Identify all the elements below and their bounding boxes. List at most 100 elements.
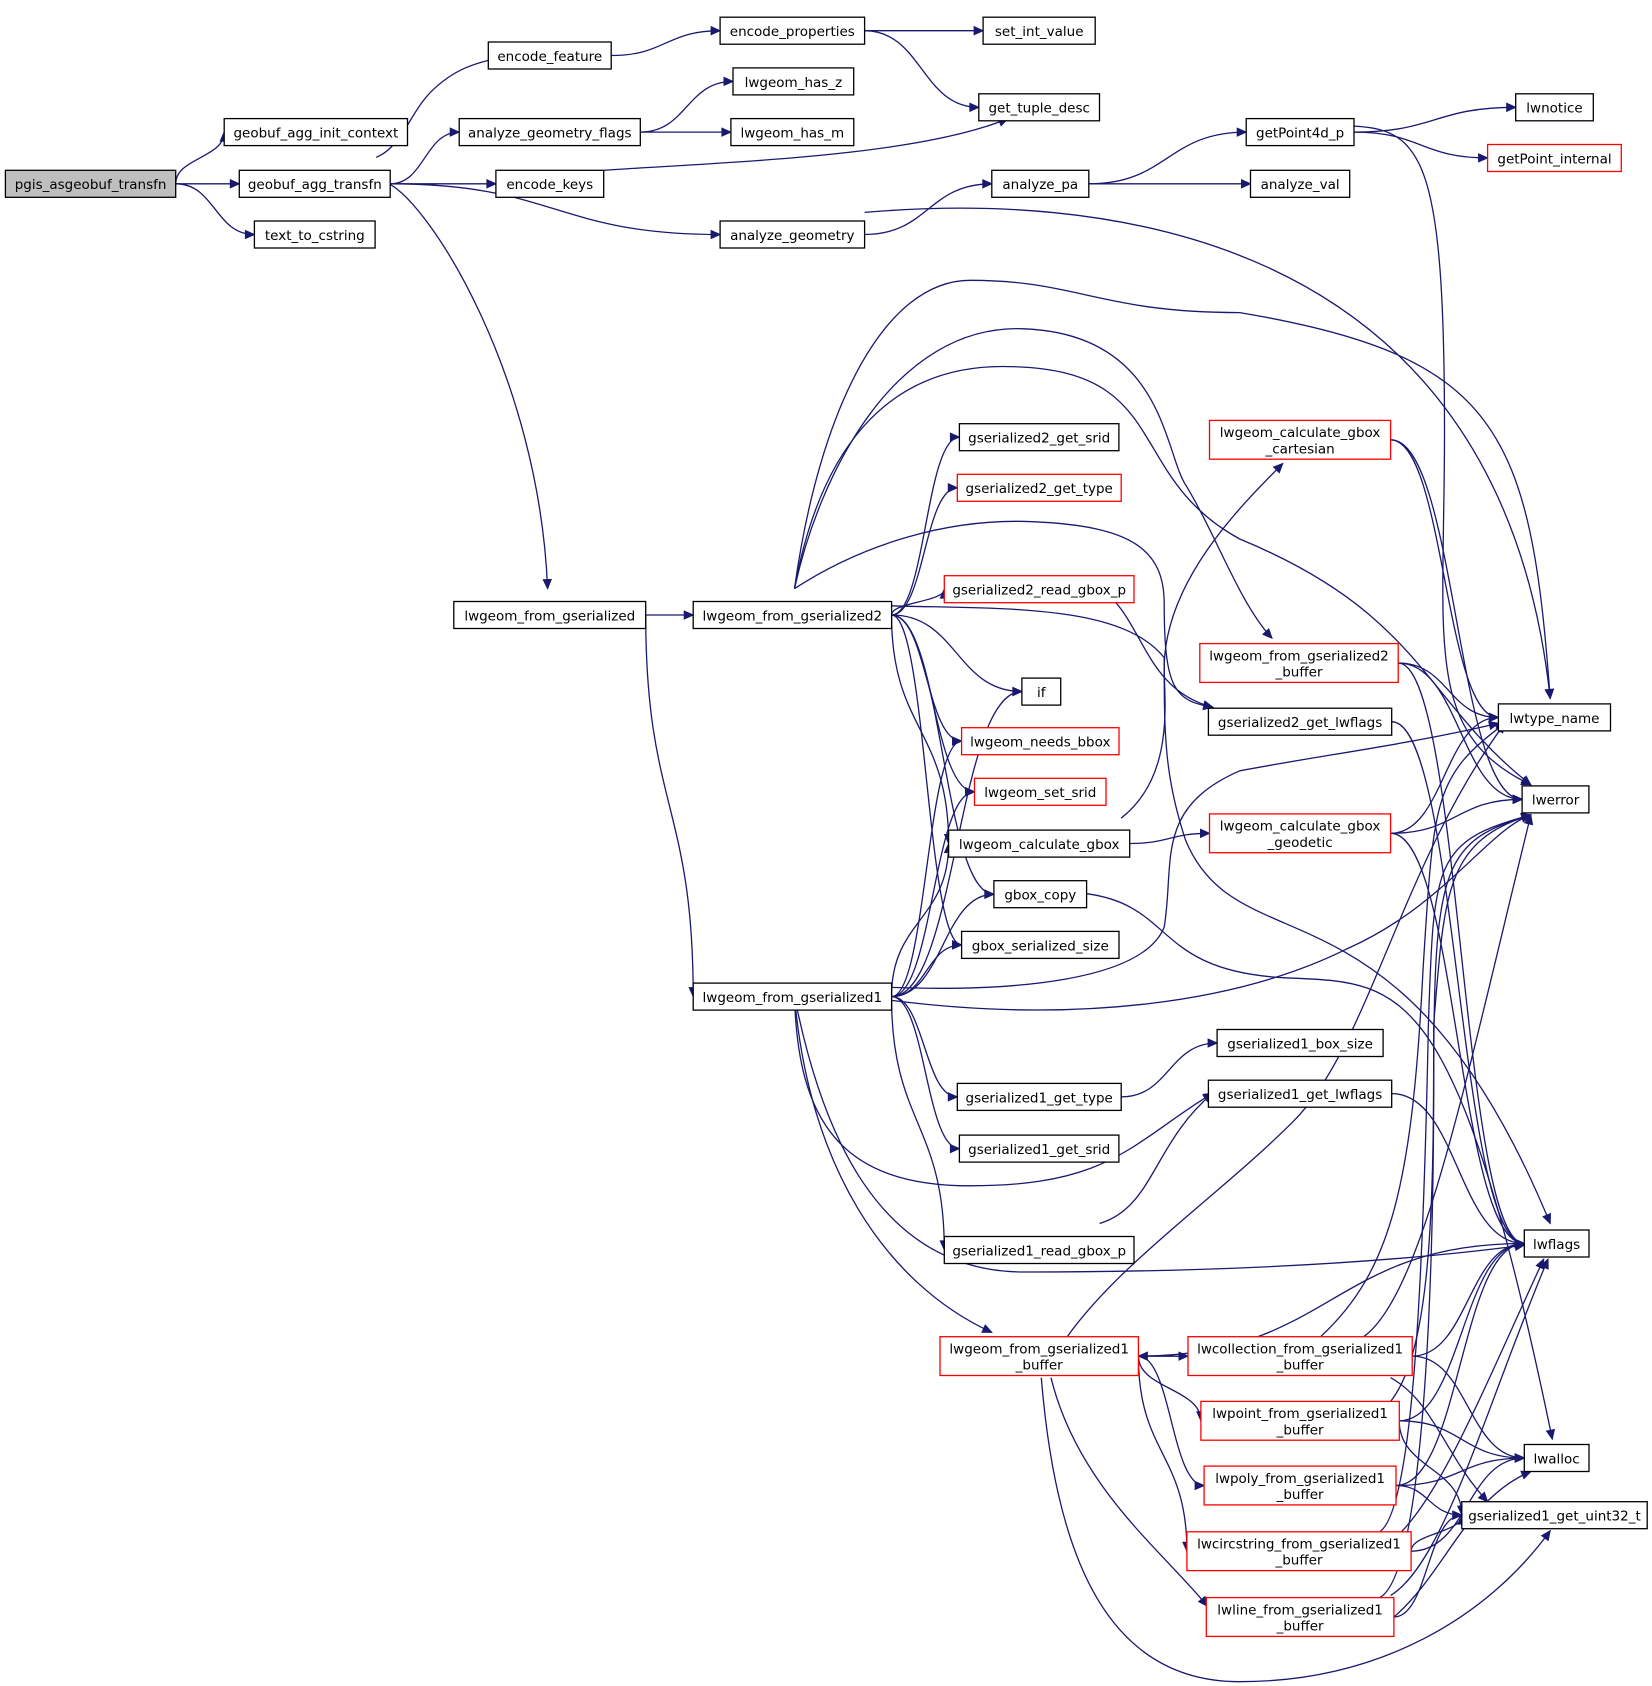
node-box: [956, 1082, 1122, 1112]
node-lwnotice[interactable]: lwnotice: [1515, 93, 1594, 122]
node-set-int-value[interactable]: set_int_value: [982, 16, 1096, 45]
node-gserialized2-get-type[interactable]: gserialized2_get_type: [956, 473, 1122, 502]
node-analyze-geometry-flags[interactable]: analyze_geometry_flags: [458, 117, 641, 147]
edge-line: [1395, 1242, 1525, 1487]
edge-line: [1040, 1377, 1551, 1683]
edge-arrowhead: [1452, 1510, 1464, 1520]
node-label: lwgeom_from_gserialized1: [703, 990, 883, 1006]
node-lwgeom-from-gserialized[interactable]: lwgeom_from_gserialized: [453, 600, 647, 630]
node-lwline-from-gserialized1-buffer[interactable]: lwline_from_gserialized1_buffer: [1205, 1596, 1395, 1638]
node-encode-properties[interactable]: encode_properties: [719, 16, 866, 45]
node-gbox-serialized-size[interactable]: gbox_serialized_size: [960, 930, 1120, 960]
node-gserialized1-read-gbox-p[interactable]: gserialized1_read_gbox_p: [943, 1235, 1135, 1265]
node-lwcollection-from-gserialized1-buffer[interactable]: lwcollection_from_gserialized1_buffer: [1187, 1336, 1413, 1377]
node-lwgeom-from-gserialized1-buffer[interactable]: lwgeom_from_gserialized1_buffer: [939, 1336, 1140, 1377]
node-label: gbox_serialized_size: [972, 938, 1109, 954]
node-box: [1208, 419, 1392, 460]
edge-line: [1066, 722, 1506, 1338]
node-encode-keys[interactable]: encode_keys: [495, 169, 605, 198]
edge-line: [891, 995, 958, 1098]
node-get-tuple-desc[interactable]: get_tuple_desc: [978, 93, 1101, 122]
edge-line: [793, 995, 1525, 1273]
node-lwgeom-calculate-gbox-cartesian[interactable]: lwgeom_calculate_gbox_cartesian: [1208, 419, 1392, 460]
edge-arrowhead: [981, 1324, 993, 1333]
edge-line: [1320, 722, 1506, 1338]
node-lwgeom-calculate-gbox-geodetic[interactable]: lwgeom_calculate_gbox_geodetic: [1208, 813, 1392, 854]
node-lwgeom-from-gserialized1[interactable]: lwgeom_from_gserialized1: [692, 982, 893, 1011]
edge-analyze-pa-to-analyze-val: [1088, 179, 1252, 189]
node-text-to-cstring[interactable]: text_to_cstring: [253, 220, 376, 249]
node-lwflags[interactable]: lwflags: [1523, 1229, 1590, 1258]
node-label: lwflags: [1533, 1237, 1580, 1253]
node-geobuf-agg-transfn[interactable]: geobuf_agg_transfn: [238, 169, 391, 198]
edge-arrowhead: [244, 229, 256, 240]
node-box: [1497, 703, 1612, 732]
node-label: gserialized2_get_type: [966, 481, 1113, 497]
node-gserialized1-get-type[interactable]: gserialized1_get_type: [956, 1082, 1122, 1112]
edge-lwgeom-from-gserialized2-to-gbox-serialized-size: [891, 614, 963, 950]
node-root[interactable]: pgis_asgeobuf_transfn: [4, 169, 177, 198]
node-label: getPoint_internal: [1497, 151, 1611, 167]
node-label: set_int_value: [995, 24, 1084, 40]
node-label: get_tuple_desc: [988, 101, 1089, 117]
edge-arrowhead: [1488, 720, 1500, 731]
node-getPoint-internal[interactable]: getPoint_internal: [1486, 143, 1622, 173]
node-label: encode_keys: [506, 177, 593, 193]
node-gserialized2-read-gbox-p[interactable]: gserialized2_read_gbox_p: [943, 575, 1135, 604]
edge-line: [890, 996, 945, 1250]
node-analyze-val[interactable]: analyze_val: [1249, 169, 1351, 198]
node-geobuf-agg-init-context[interactable]: geobuf_agg_init_context: [223, 117, 409, 147]
edge-lwgeom-from-gserialized2-to-if: [891, 614, 1024, 697]
node-lwgeom-needs-bbox[interactable]: lwgeom_needs_bbox: [960, 727, 1120, 756]
node-lwpoly-from-gserialized1-buffer[interactable]: lwpoly_from_gserialized1_buffer: [1203, 1465, 1397, 1506]
edge-arrowhead: [1272, 462, 1284, 474]
node-label: lwcollection_from_gserialized1: [1197, 1341, 1403, 1357]
node-getPoint4d-p[interactable]: getPoint4d_p: [1245, 117, 1355, 147]
node-encode-feature[interactable]: encode_feature: [487, 41, 612, 70]
node-gserialized1-get-srid[interactable]: gserialized1_get_srid: [958, 1134, 1120, 1163]
node-label: lwpoint_from_gserialized1: [1212, 1406, 1388, 1422]
edge-line: [1120, 463, 1284, 819]
node-lwcircstring-from-gserialized1-buffer[interactable]: lwcircstring_from_gserialized1_buffer: [1186, 1531, 1412, 1572]
node-lwgeom-calculate-gbox[interactable]: lwgeom_calculate_gbox: [947, 829, 1131, 858]
node-analyze-geometry[interactable]: analyze_geometry: [719, 220, 866, 249]
node-label: gserialized1_get_type: [966, 1090, 1113, 1106]
node-box: [1208, 813, 1392, 854]
node-label: lwgeom_calculate_gbox: [1220, 819, 1381, 835]
node-lwpoint-from-gserialized1-buffer[interactable]: lwpoint_from_gserialized1_buffer: [1200, 1400, 1400, 1441]
node-gserialized1-get-lwflags[interactable]: gserialized1_get_lwflags: [1207, 1079, 1393, 1108]
edge-line: [1099, 1092, 1214, 1225]
node-if[interactable]: if: [1021, 677, 1062, 706]
edge-line: [175, 132, 225, 184]
node-box: [4, 169, 177, 198]
node-lwgeom-has-m[interactable]: lwgeom_has_m: [730, 117, 855, 147]
edge-line: [611, 30, 721, 57]
node-gserialized2-get-srid[interactable]: gserialized2_get_srid: [958, 423, 1120, 452]
node-gserialized1-get-uint32-t[interactable]: gserialized1_get_uint32_t: [1461, 1501, 1648, 1530]
edge-line: [891, 740, 962, 998]
node-lwgeom-set-srid[interactable]: lwgeom_set_srid: [973, 777, 1107, 806]
node-lwtype-name[interactable]: lwtype_name: [1497, 703, 1612, 732]
node-lwgeom-from-gserialized2[interactable]: lwgeom_from_gserialized2: [692, 600, 893, 630]
node-gserialized1-box-size[interactable]: gserialized1_box_size: [1216, 1028, 1384, 1058]
node-label: _buffer: [1276, 1487, 1324, 1503]
node-label: lwtype_name: [1510, 711, 1600, 727]
node-box: [993, 880, 1088, 909]
node-lwgeom-from-gserialized2-buffer[interactable]: lwgeom_from_gserialized2_buffer: [1199, 642, 1399, 684]
edge-line: [1399, 1420, 1525, 1459]
edge-line: [1390, 716, 1499, 834]
edge-arrowhead: [949, 432, 961, 442]
node-box: [960, 930, 1120, 960]
edge-line: [1398, 662, 1523, 800]
node-lwgeom-has-z[interactable]: lwgeom_has_z: [732, 67, 855, 96]
node-analyze-pa[interactable]: analyze_pa: [991, 169, 1090, 198]
edge-lwgeom-from-gserialized1-buffer-to-lwline-from-gserialized1-buffer: [1050, 1377, 1209, 1608]
node-lwerror[interactable]: lwerror: [1521, 785, 1590, 814]
node-gserialized2-get-lwflags[interactable]: gserialized2_get_lwflags: [1207, 707, 1393, 736]
node-label: lwalloc: [1533, 1451, 1579, 1467]
node-gbox-copy[interactable]: gbox_copy: [993, 880, 1088, 909]
node-label: lwcircstring_from_gserialized1: [1197, 1537, 1401, 1553]
node-lwalloc[interactable]: lwalloc: [1523, 1443, 1590, 1473]
edge-arrowhead: [1520, 813, 1532, 823]
node-label: gserialized2_get_srid: [968, 431, 1110, 447]
